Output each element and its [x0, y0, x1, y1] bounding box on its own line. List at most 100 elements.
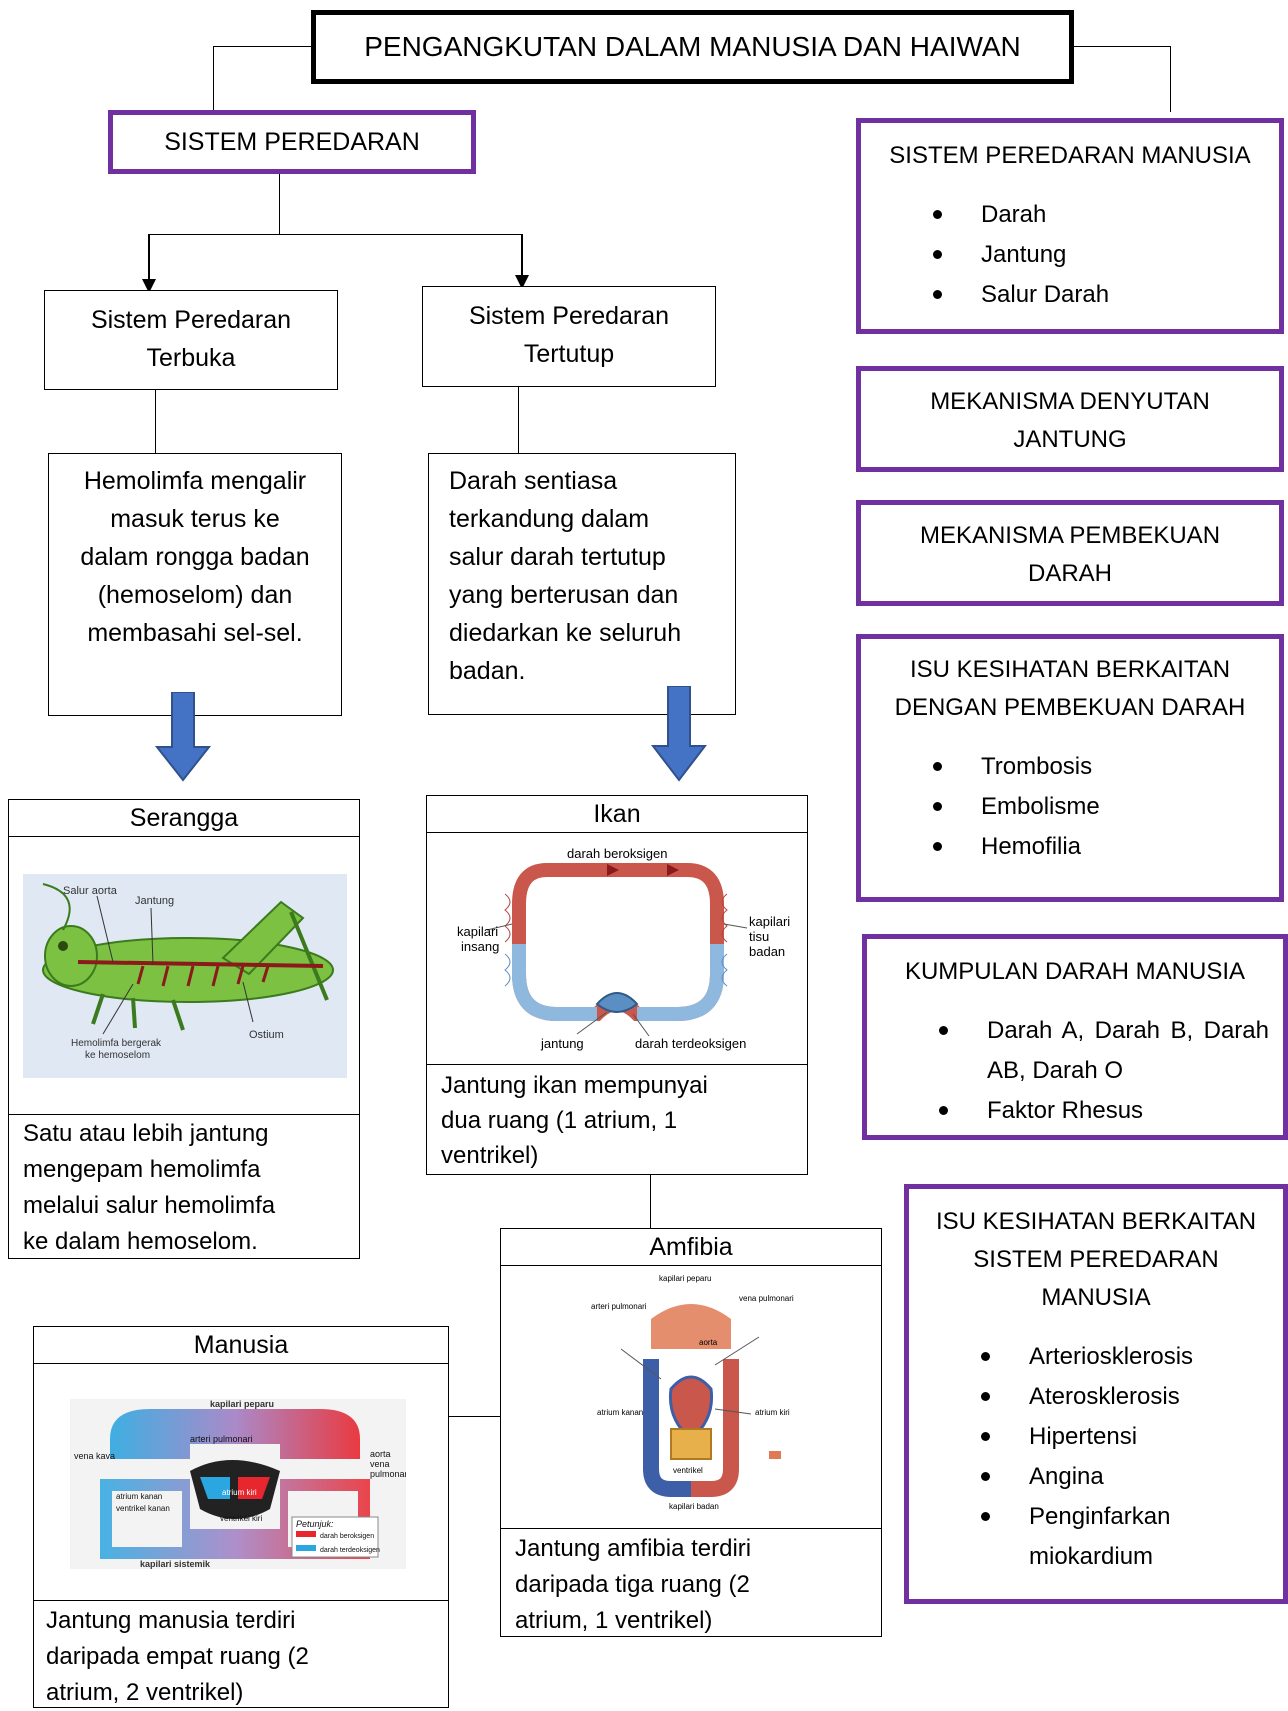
- connector: [518, 387, 519, 453]
- bullet-list: Darah A, Darah B, Darah AB, Darah O Fakt…: [867, 1011, 1283, 1131]
- caption-line: daripada empat ruang (2: [46, 1643, 309, 1670]
- box-title: SISTEM PEREDARAN MANUSIA: [889, 142, 1251, 169]
- caption-line: dua ruang (1 atrium, 1: [441, 1107, 678, 1134]
- label-arteri: arteri pulmonari: [591, 1302, 647, 1311]
- open-system-label: Sistem Peredaran: [90, 306, 292, 334]
- human-circulation-image: kapilari peparu arteri pulmonari vena ka…: [70, 1399, 406, 1569]
- label-ostium: Ostium: [249, 1029, 284, 1041]
- label-aorta: aorta: [699, 1338, 718, 1347]
- desc-line: (hemoselom) dan: [97, 581, 293, 609]
- block-arrow: [651, 686, 707, 782]
- label-kapilari-peparu: kapilari peparu: [659, 1274, 711, 1283]
- desc-line: badan.: [449, 657, 526, 685]
- box-title: ISU KESIHATAN BERKAITAN: [909, 656, 1231, 683]
- label-vena-pulmonari: pulmonari: [370, 1469, 406, 1479]
- label-kapilari-tisu: badan: [749, 944, 785, 959]
- ikan-card: Ikan darah beroksigen kapilari insang ka…: [426, 795, 808, 1175]
- label-arteri: arteri pulmonari: [190, 1434, 253, 1444]
- desc-line: Hemolimfa mengalir: [83, 467, 307, 495]
- connector: [448, 1416, 500, 1417]
- sistem-peredaran-box: SISTEM PEREDARAN: [108, 110, 476, 174]
- card-caption-divider: [427, 1064, 807, 1065]
- list-item: Hipertensi: [981, 1417, 1263, 1457]
- main-title-box: PENGANGKUTAN DALAM MANUSIA DAN HAIWAN: [311, 10, 1074, 84]
- label-atrium-kiri: atrium kiri: [222, 1488, 257, 1497]
- list-item: Trombosis: [933, 747, 1279, 787]
- card-title: Serangga: [9, 800, 359, 837]
- connector: [213, 46, 311, 47]
- label-aorta: Salur aorta: [63, 885, 118, 897]
- bullet-list: Arteriosklerosis Aterosklerosis Hiperten…: [909, 1337, 1283, 1577]
- label-atrium-kanan: atrium kanan: [116, 1492, 162, 1501]
- desc-line: yang berterusan dan: [449, 581, 679, 609]
- box-title: DARAH: [1027, 560, 1112, 587]
- connector: [213, 46, 214, 112]
- list-item: Aterosklerosis: [981, 1377, 1263, 1417]
- connector: [155, 390, 156, 453]
- block-arrow: [155, 692, 211, 782]
- legend-title: Petunjuk:: [296, 1519, 334, 1529]
- manusia-card: Manusia kapilari peparu arteri pulmonari…: [33, 1326, 449, 1708]
- sistem-peredaran-label: SISTEM PEREDARAN: [164, 128, 420, 156]
- caption-line: ke dalam hemoselom.: [23, 1228, 258, 1255]
- list-item: Arteriosklerosis: [981, 1337, 1263, 1377]
- card-title: Amfibia: [501, 1229, 881, 1266]
- list-item: Jantung: [933, 235, 1279, 275]
- caption-line: Satu atau lebih jantung: [23, 1120, 269, 1147]
- list-item: Hemofilia: [933, 827, 1279, 867]
- label-ventrikel-kanan: ventrikel kanan: [116, 1504, 170, 1513]
- box-title: DENGAN PEMBEKUAN DARAH: [894, 694, 1246, 721]
- card-caption: Jantung manusia terdiri daripada empat r…: [46, 1603, 442, 1711]
- list-item: Salur Darah: [933, 275, 1279, 315]
- card-caption-divider: [34, 1600, 448, 1601]
- caption-line: atrium, 1 ventrikel): [515, 1607, 713, 1634]
- card-caption: Jantung amfibia terdiri daripada tiga ru…: [515, 1531, 875, 1639]
- fish-circulation-image: darah beroksigen kapilari insang kapilar…: [457, 846, 790, 1051]
- sistem-manusia-box: SISTEM PEREDARAN MANUSIA Darah Jantung S…: [856, 118, 1284, 334]
- open-system-desc-box: Hemolimfa mengalir masuk terus ke dalam …: [48, 453, 342, 716]
- desc-line: Darah sentiasa: [449, 467, 618, 495]
- connector: [650, 1175, 651, 1229]
- box-title: MEKANISMA PEMBEKUAN: [919, 522, 1221, 549]
- box-title: MEKANISMA DENYUTAN: [930, 388, 1210, 415]
- label-aorta: aorta: [370, 1449, 391, 1459]
- grasshopper-image: Salur aorta Jantung Hemolimfa bergerak k…: [23, 874, 347, 1078]
- caption-line: daripada tiga ruang (2: [515, 1571, 750, 1598]
- open-system-box: Sistem Peredaran Terbuka: [44, 290, 338, 390]
- amphibian-circulation-image: kapilari peparu arteri pulmonari vena pu…: [591, 1274, 794, 1511]
- list-item: Embolisme: [933, 787, 1279, 827]
- box-title: KUMPULAN DARAH MANUSIA: [904, 958, 1246, 985]
- connector: [279, 174, 280, 234]
- label-jantung: Jantung: [135, 895, 174, 907]
- isu-sistem-box: ISU KESIHATAN BERKAITAN SISTEM PEREDARAN…: [904, 1184, 1288, 1604]
- desc-line: salur darah tertutup: [449, 543, 666, 571]
- list-item: Angina: [981, 1457, 1263, 1497]
- card-title: Ikan: [427, 796, 807, 833]
- legend-deoxygenated: darah terdeoksigen: [320, 1547, 380, 1554]
- label-ventrikel: ventrikel: [673, 1466, 703, 1475]
- closed-system-label: Sistem Peredaran: [468, 302, 670, 330]
- isu-pembekuan-box: ISU KESIHATAN BERKAITAN DENGAN PEMBEKUAN…: [856, 634, 1284, 902]
- label-atrium-kiri: atrium kiri: [755, 1408, 790, 1417]
- label-jantung: jantung: [540, 1036, 584, 1051]
- caption-line: mengepam hemolimfa: [23, 1156, 261, 1183]
- label-atrium-kanan: atrium kanan: [597, 1408, 643, 1417]
- closed-system-box: Sistem Peredaran Tertutup: [422, 286, 716, 387]
- closed-system-label: Tertutup: [523, 340, 615, 368]
- caption-line: atrium, 2 ventrikel): [46, 1679, 244, 1706]
- connector: [1170, 46, 1171, 112]
- desc-line: terkandung dalam: [449, 505, 650, 533]
- desc-line: membasahi sel-sel.: [87, 619, 303, 647]
- card-caption: Jantung ikan mempunyai dua ruang (1 atri…: [441, 1068, 801, 1173]
- label-kapilari-tisu: tisu: [749, 929, 769, 944]
- label-hemolimfa: Hemolimfa bergerak: [71, 1038, 162, 1049]
- caption-line: Jantung amfibia terdiri: [515, 1535, 752, 1562]
- card-caption-divider: [9, 1114, 359, 1115]
- connector: [149, 234, 522, 235]
- label-kapilari-sistemik: kapilari sistemik: [140, 1559, 211, 1569]
- label-kapilari-badan: kapilari badan: [669, 1502, 719, 1511]
- caption-line: Jantung ikan mempunyai: [441, 1072, 708, 1099]
- label-hemolimfa: ke hemoselom: [85, 1050, 150, 1061]
- box-title: ISU KESIHATAN BERKAITAN: [935, 1208, 1257, 1235]
- serangga-card: Serangga Salur aorta Jantung He: [8, 799, 360, 1259]
